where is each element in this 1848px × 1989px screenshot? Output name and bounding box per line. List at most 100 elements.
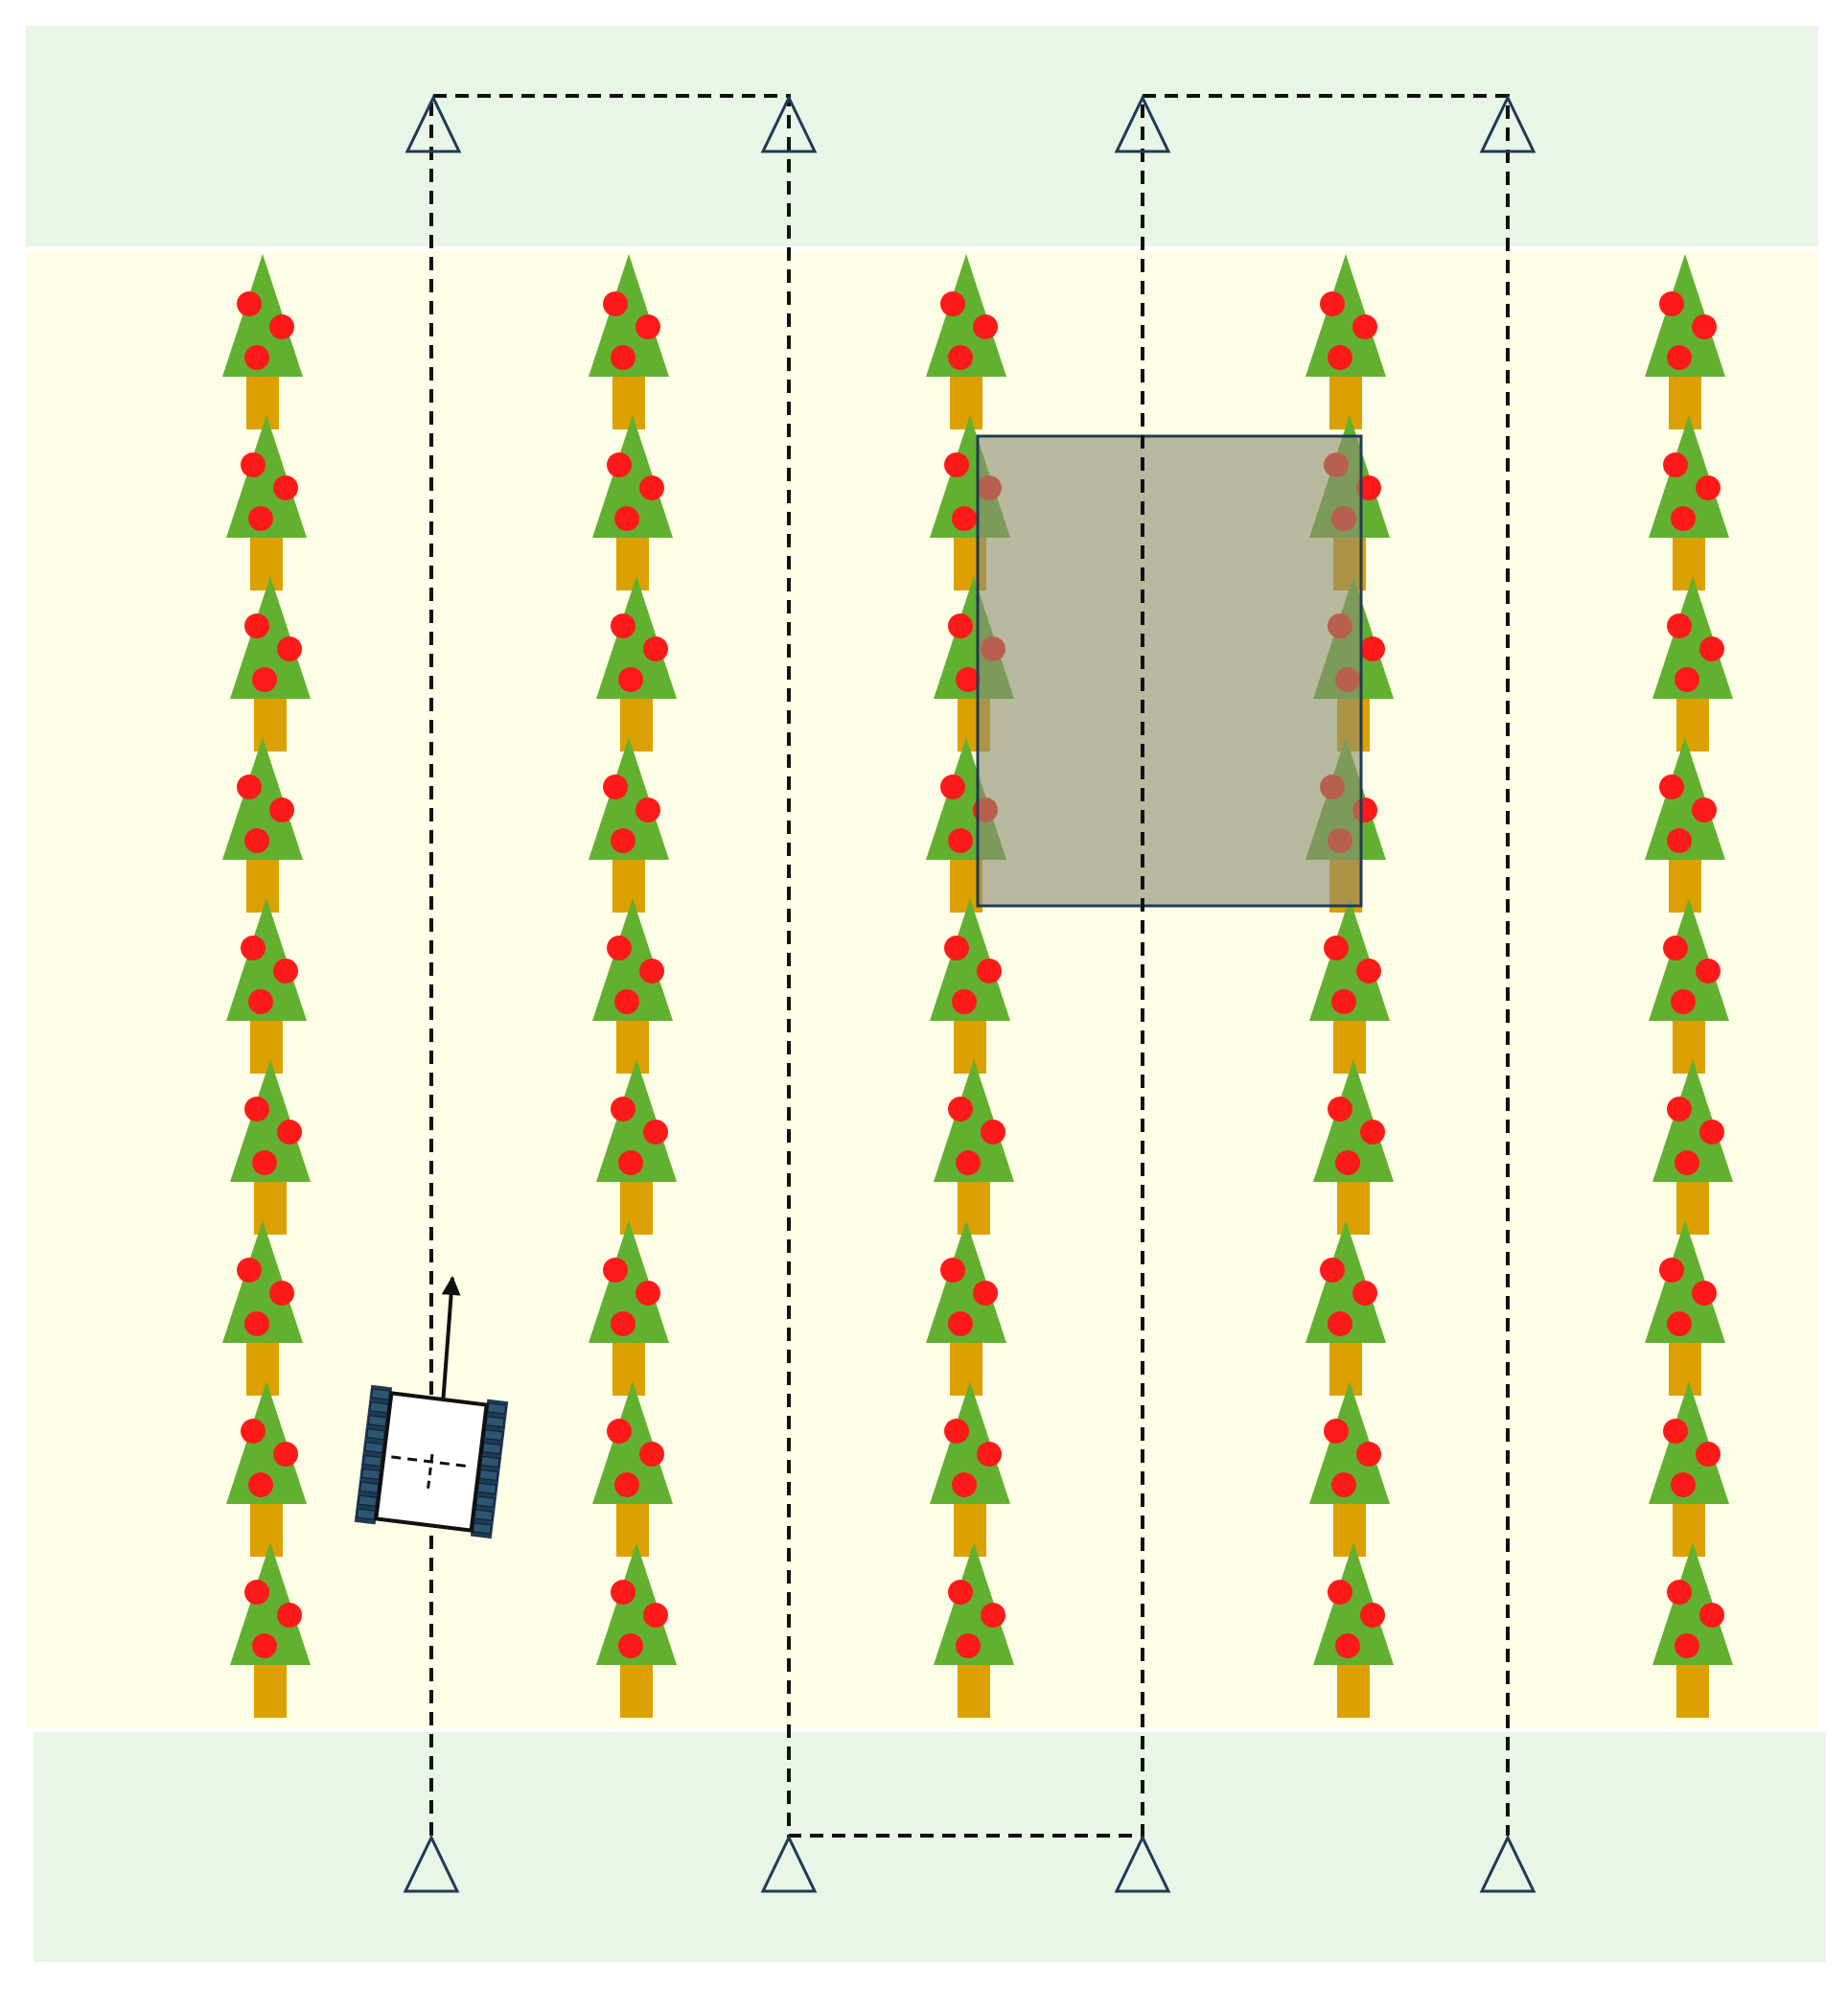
track-tread (475, 1495, 496, 1508)
tree-fruit (948, 613, 973, 638)
tree-fruit (1663, 452, 1688, 477)
tree-fruit (244, 1311, 269, 1336)
tree-fruit (1328, 1580, 1352, 1605)
fruit-tree-icon (930, 898, 1010, 1074)
tree-fruit (944, 452, 969, 477)
tree-fruit (952, 506, 977, 531)
fruit-tree-icon (589, 1220, 669, 1396)
tree-trunk (612, 1340, 645, 1396)
tree-fruit (981, 1603, 1005, 1628)
tree-trunk (1337, 1179, 1370, 1235)
tree-fruit (252, 667, 277, 692)
fruit-tree-icon (592, 415, 673, 590)
tree-foliage (589, 1220, 669, 1343)
triangle-waypoint-icon (760, 94, 818, 153)
tree-foliage (592, 415, 673, 538)
tree-fruit (603, 1258, 628, 1283)
tree-fruit (237, 291, 262, 316)
fruit-tree-icon (1309, 1381, 1390, 1557)
triangle-waypoint-icon (1114, 1834, 1171, 1893)
fruit-tree-icon (589, 737, 669, 913)
track-tread (359, 1481, 380, 1493)
tree-fruit (1667, 345, 1692, 370)
tree-fruit (1699, 636, 1724, 661)
tree-fruit (614, 989, 639, 1014)
tree-foliage (1305, 254, 1386, 377)
tree-fruit (1667, 1097, 1692, 1122)
tree-trunk (254, 696, 287, 752)
fruit-tree-icon (222, 1220, 303, 1396)
tree-trunk (254, 1179, 287, 1235)
tree-fruit (977, 1442, 1002, 1467)
tree-fruit (241, 1419, 266, 1444)
tree-fruit (618, 1150, 643, 1175)
tree-fruit (1699, 1120, 1724, 1145)
fruit-tree-icon (1652, 1542, 1733, 1718)
tree-foliage (930, 898, 1010, 1021)
tree-trunk (1329, 1340, 1362, 1396)
tree-fruit (948, 1311, 973, 1336)
tree-fruit (237, 1258, 262, 1283)
tree-fruit (244, 345, 269, 370)
fruit-tree-icon (226, 898, 307, 1074)
tree-fruit (956, 667, 981, 692)
tree-trunk (954, 1501, 986, 1557)
tree-foliage (934, 1542, 1014, 1665)
fruit-tree-icon (596, 1059, 677, 1235)
serpentine-path (429, 94, 1510, 1838)
tree-fruit (940, 291, 965, 316)
tree-fruit (248, 1472, 273, 1497)
tree-foliage (934, 1059, 1014, 1182)
tree-fruit (1692, 798, 1717, 822)
tree-trunk (616, 1501, 649, 1557)
fruit-tree-icon (1305, 1220, 1386, 1396)
tree-foliage (596, 1059, 677, 1182)
tree-foliage (1309, 898, 1390, 1021)
tree-fruit (643, 1120, 668, 1145)
tree-trunk (1673, 1501, 1705, 1557)
track-tread (366, 1428, 386, 1441)
fruit-tree-icon (589, 254, 669, 429)
fruit-tree-icon (1652, 576, 1733, 752)
tree-fruit (248, 989, 273, 1014)
tree-fruit (1692, 1281, 1717, 1306)
tree-trunk (250, 1018, 283, 1074)
tree-fruit (603, 775, 628, 799)
tree-fruit (1667, 1311, 1692, 1336)
tree-foliage (222, 1220, 303, 1343)
tree-trunk (246, 374, 279, 429)
waypoints-bottom (403, 1834, 1536, 1893)
tree-fruit (948, 1097, 973, 1122)
orchard-field (26, 251, 1818, 1727)
tree-fruit (1671, 989, 1696, 1014)
tree-fruit (614, 506, 639, 531)
tree-fruit (269, 314, 294, 339)
track-tread (482, 1442, 502, 1455)
tree-fruit (1320, 291, 1345, 316)
tree-fruit (1671, 1472, 1696, 1497)
fruit-tree-icon (222, 737, 303, 913)
track-tread (371, 1388, 391, 1400)
triangle-waypoint-icon (404, 94, 462, 153)
track-tread (360, 1468, 381, 1481)
tree-trunk (1676, 1179, 1709, 1235)
tree-fruit (607, 1419, 632, 1444)
triangle-waypoint-icon (1479, 1834, 1536, 1893)
tree-fruit (244, 1097, 269, 1122)
tree-fruit (973, 1281, 998, 1306)
robot-center-line (426, 1453, 434, 1491)
tree-trunk (1669, 374, 1701, 429)
tree-fruit (241, 452, 266, 477)
fruit-tree-icon (1652, 1059, 1733, 1235)
tree-fruit (1360, 636, 1385, 661)
fruit-tree-icon (930, 1381, 1010, 1557)
tree-fruit (1331, 989, 1356, 1014)
tree-fruit (639, 1442, 664, 1467)
tree-foliage (926, 254, 1006, 377)
tree-fruit (973, 314, 998, 339)
tree-fruit (611, 1097, 635, 1122)
tree-trunk (950, 374, 982, 429)
tree-foliage (596, 576, 677, 699)
tree-fruit (1699, 1603, 1724, 1628)
